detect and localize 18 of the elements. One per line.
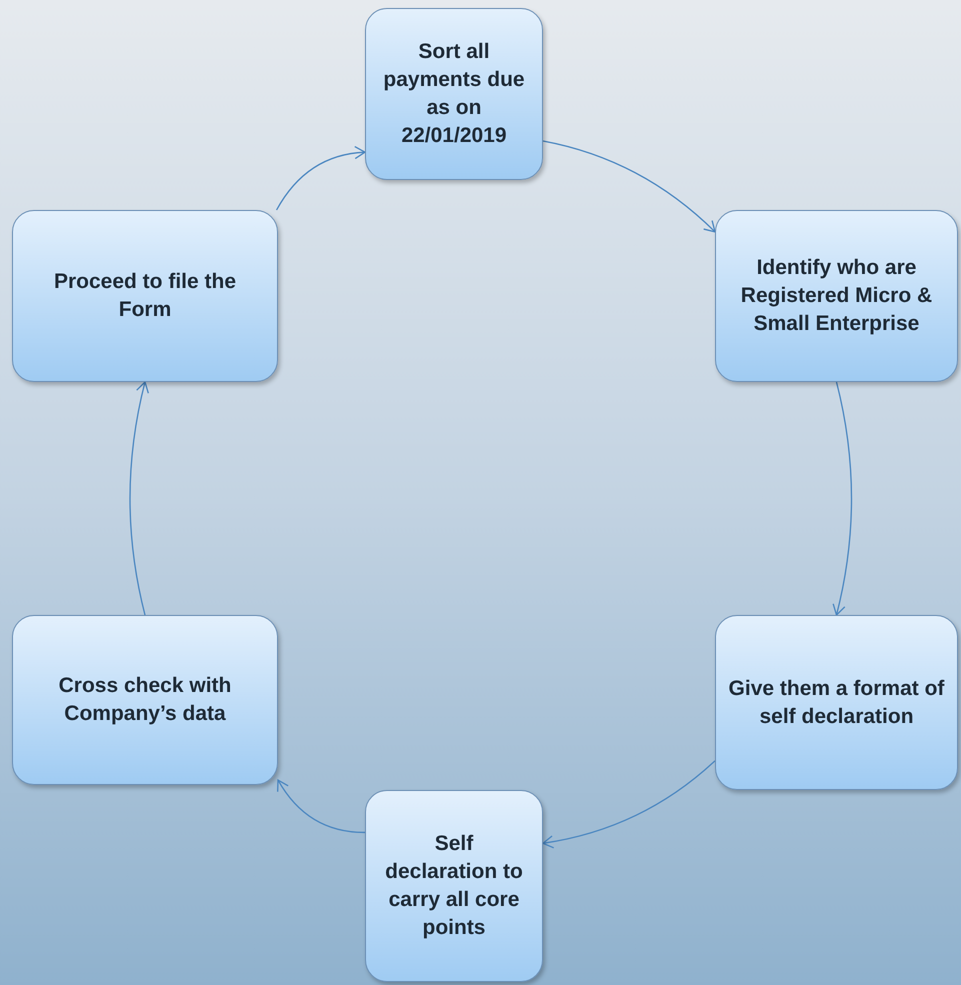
arrow — [129, 381, 150, 616]
process-box — [365, 8, 543, 180]
step-text: Cross check with Company’s data — [58, 673, 232, 727]
process-box — [715, 615, 958, 790]
arrow — [277, 779, 366, 834]
arrow — [832, 382, 852, 616]
process-box — [12, 615, 278, 785]
process-box — [715, 210, 958, 382]
process-box — [365, 790, 543, 982]
arrow — [276, 146, 366, 210]
step-text: Sort all payments due as on 22/01/2019 — [382, 39, 526, 149]
step-text: Self declaration to carry all core points — [384, 831, 524, 941]
step-text: Give them a format of self declaration — [728, 676, 945, 730]
process-box — [12, 210, 278, 382]
step-text: Identify who are Registered Micro & Small Enterprise — [740, 255, 934, 337]
arrow — [542, 140, 716, 232]
step-text: Proceed to file the Form — [52, 269, 238, 323]
arrow — [542, 760, 716, 848]
